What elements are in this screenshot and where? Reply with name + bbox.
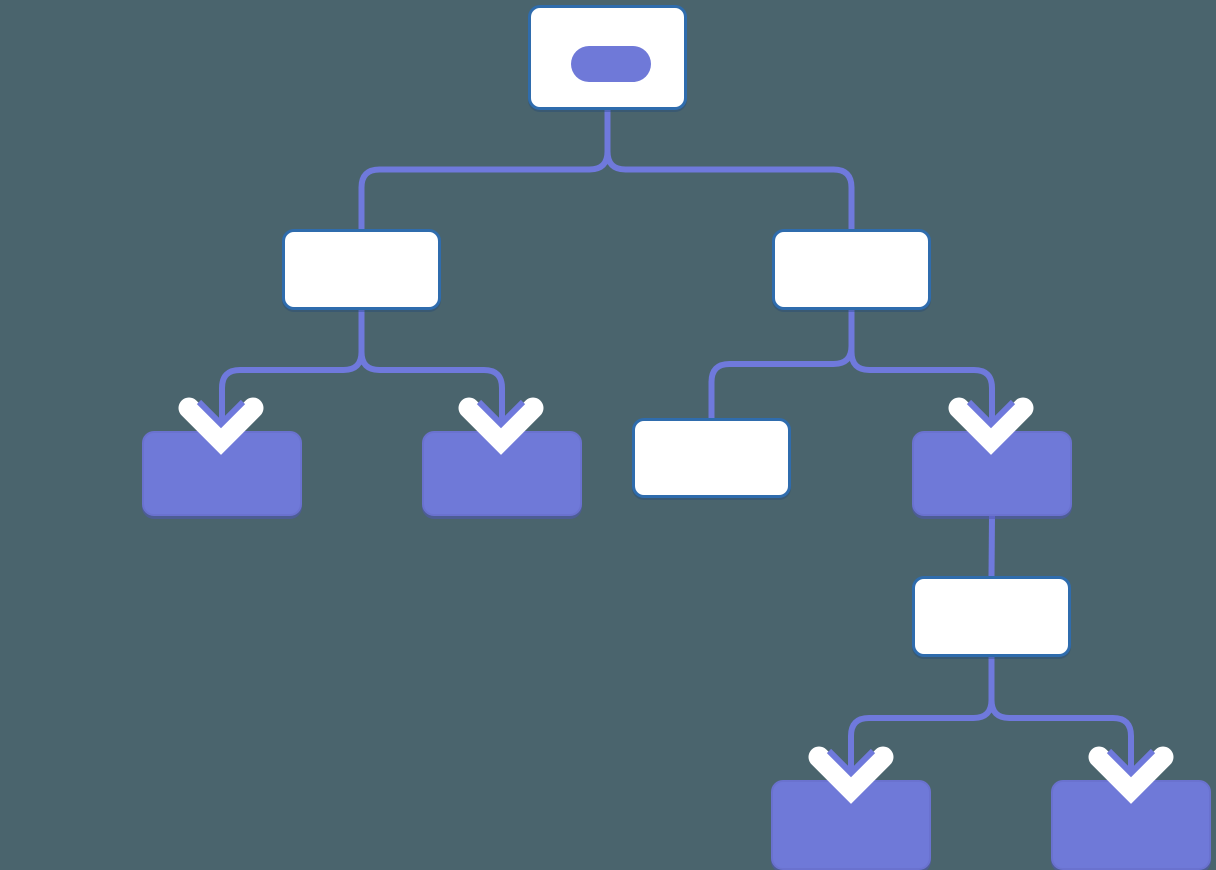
node-pill-badge: [571, 46, 651, 82]
node-label: [144, 433, 300, 514]
node-label: [285, 232, 438, 307]
diagram-node-n1[interactable]: [528, 5, 687, 110]
node-label: [1053, 782, 1209, 868]
node-label: [424, 433, 580, 514]
diagram-node-n9[interactable]: [771, 780, 931, 870]
node-label: [773, 782, 929, 868]
diagram-node-n2[interactable]: [282, 229, 441, 310]
diagram-node-n5[interactable]: [422, 431, 582, 516]
diagram-node-n4[interactable]: [142, 431, 302, 516]
node-label: [635, 421, 788, 495]
node-label: [914, 433, 1070, 514]
node-label: [775, 232, 928, 307]
diagram-node-n3[interactable]: [772, 229, 931, 310]
diagram-node-n6[interactable]: [632, 418, 791, 498]
diagram-node-n8[interactable]: [912, 576, 1071, 657]
diagram-node-n7[interactable]: [912, 431, 1072, 516]
node-label: [915, 579, 1068, 654]
diagram-node-n10[interactable]: [1051, 780, 1211, 870]
